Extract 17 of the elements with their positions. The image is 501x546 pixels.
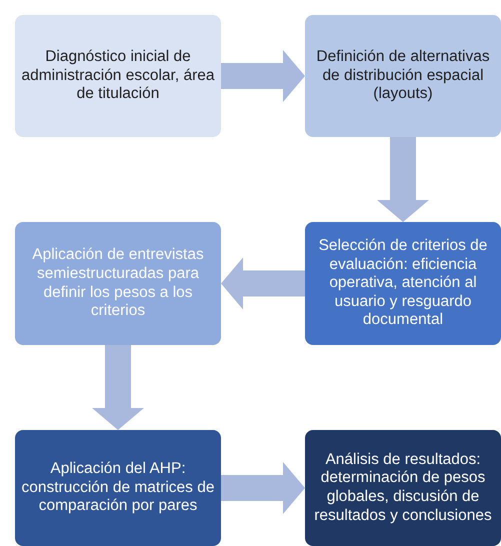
process-box — [305, 430, 501, 546]
step-text: Aplicación de entrevistas semiestructuradas para definir los pesos a los criterios — [31, 246, 205, 321]
process-box — [15, 430, 221, 546]
block-arrow — [221, 50, 305, 102]
step-text: Diagnóstico inicial de administración escolar, área de titulación — [21, 48, 215, 104]
process-box — [305, 222, 501, 345]
process-box — [15, 15, 221, 137]
block-arrow — [377, 137, 429, 222]
block-arrow — [221, 258, 305, 310]
block-arrow — [92, 345, 144, 430]
block-arrow — [221, 462, 305, 514]
step-text: Aplicación del AHP: construcción de matrices de comparación por pares — [21, 460, 215, 516]
step-text: Análisis de resultados: determinación de pesos globales, discusión de resultados y conclusiones — [313, 450, 493, 526]
process-box — [15, 222, 221, 345]
step-text: Selección de criterios de evaluación: eficiencia operativa, atención al usuario y resguardo documental — [318, 237, 488, 330]
process-box — [305, 15, 501, 137]
step-text: Definición de alternativas de distribución espacial (layouts) — [315, 48, 491, 104]
